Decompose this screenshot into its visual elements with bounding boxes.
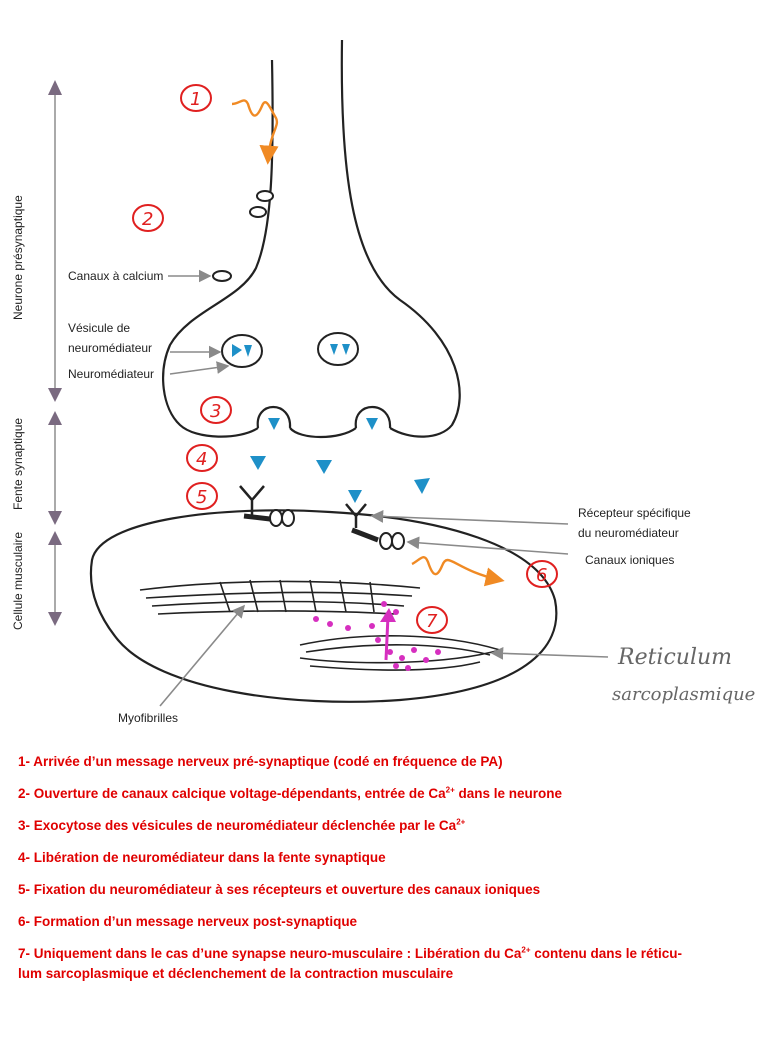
step-7: 7- Uniquement dans le cas d’une synapse …	[18, 944, 758, 984]
muscle-cell	[89, 509, 558, 703]
side-label-muscle: Cellule musculaire	[11, 532, 25, 630]
calcium-channels	[212, 190, 274, 282]
action-potential-presynaptic	[231, 99, 279, 165]
step-marker-7: 7	[426, 611, 438, 632]
presynaptic-terminal	[162, 39, 461, 438]
label-myofibrils: Myofibrilles	[118, 711, 178, 725]
side-label-presynaptic: Neurone présynaptique	[11, 195, 25, 320]
step-marker-1: 1	[190, 89, 201, 110]
step-3-sup: 2+	[456, 817, 466, 827]
label-receptor-line2: du neuromédiateur	[578, 526, 679, 540]
exocytosis-vesicle	[354, 405, 392, 429]
step-5: 5- Fixation du neuromédiateur à ses réce…	[18, 880, 758, 900]
step-marker-6: 6	[536, 565, 547, 586]
step-2-after: dans le neurone	[454, 786, 563, 801]
action-potential-postsynaptic	[411, 556, 505, 587]
myofibrils	[139, 579, 421, 615]
steps-legend: 1- Arrivée d’un message nerveux pré-syna…	[18, 752, 758, 996]
label-vesicle-line1: Vésicule de	[68, 321, 130, 335]
step-6-text: 6- Formation d’un message nerveux post-s…	[18, 914, 358, 929]
ion-channels	[243, 509, 405, 550]
step-6: 6- Formation d’un message nerveux post-s…	[18, 912, 758, 932]
label-calcium-channels: Canaux à calcium	[68, 269, 163, 283]
step-2-sup: 2+	[445, 785, 455, 795]
exocytosis-vesicle	[256, 405, 292, 429]
step-1: 1- Arrivée d’un message nerveux pré-syna…	[18, 752, 758, 772]
step-3: 3- Exocytose des vésicules de neuromédia…	[18, 816, 758, 836]
step-marker-4: 4	[196, 449, 207, 470]
step-4-text: 4- Libération de neuromédiateur dans la …	[18, 850, 386, 865]
label-vesicle-line2: neuromédiateur	[68, 341, 152, 355]
label-pointers	[159, 269, 609, 707]
step-marker-3: 3	[210, 401, 221, 422]
vesicle	[317, 332, 359, 366]
label-receptor-line1: Récepteur spécifique	[578, 506, 691, 520]
sarcoplasmic-reticulum	[299, 635, 503, 671]
calcium-ions	[313, 601, 441, 671]
step-marker-5: 5	[196, 487, 207, 508]
step-1-text: 1- Arrivée d’un message nerveux pré-syna…	[18, 754, 503, 769]
vesicle	[221, 334, 263, 368]
label-ion-channels: Canaux ioniques	[585, 553, 674, 567]
step-7-text: 7- Uniquement dans le cas d’une synapse …	[18, 946, 522, 961]
label-reticulum-line2: sarcoplasmique	[612, 684, 755, 705]
step-4: 4- Libération de neuromédiateur dans la …	[18, 848, 758, 868]
step-marker-2: 2	[142, 209, 153, 230]
step-7-line2: lum sarcoplasmique et déclenchement de l…	[18, 966, 454, 981]
step-7-after: contenu dans le réticu-	[530, 946, 683, 961]
step-2-text: 2- Ouverture de canaux calcique voltage-…	[18, 786, 446, 801]
side-label-cleft: Fente synaptique	[11, 418, 25, 510]
receptor	[239, 485, 367, 528]
step-2: 2- Ouverture de canaux calcique voltage-…	[18, 784, 758, 804]
step-7-sup: 2+	[521, 945, 531, 955]
calcium-release-arrow	[384, 615, 390, 661]
step-5-text: 5- Fixation du neuromédiateur à ses réce…	[18, 882, 541, 897]
label-reticulum-line1: Reticulum	[617, 645, 732, 670]
neurotransmitter-molecules	[232, 344, 430, 503]
step-3-text: 3- Exocytose des vésicules de neuromédia…	[18, 818, 457, 833]
label-neurotransmitter: Neuromédiateur	[68, 367, 154, 381]
synapse-diagram: Neurone présynaptique Fente synaptique C…	[11, 39, 755, 725]
step-markers	[132, 84, 558, 634]
